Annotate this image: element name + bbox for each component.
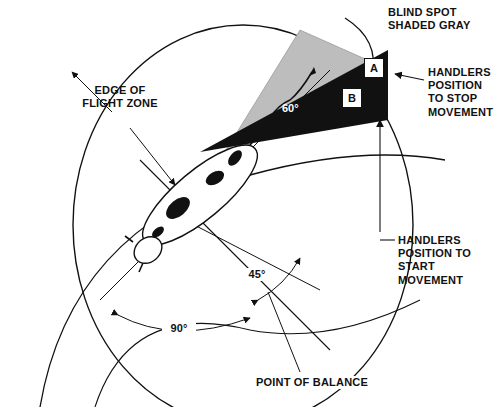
angle-label: 90° [162, 322, 196, 335]
handler-start-box: B [342, 88, 362, 108]
flight-zone-label: EDGE OF FLIGHT ZONE [80, 84, 160, 110]
angle-label: 45° [240, 268, 274, 281]
angle-label: 60° [282, 102, 299, 114]
blind-spot-label: BLIND SPOT SHADED GRAY [388, 6, 496, 32]
zone-letter: A [370, 62, 378, 74]
stop-position-label: HANDLERS POSITION TO STOP MOVEMENT [428, 66, 500, 119]
handler-stop-box: A [364, 58, 384, 78]
handler-zone-wedge: 60° A B [196, 44, 388, 156]
point-of-balance-label: POINT OF BALANCE [245, 376, 379, 389]
zone-letter: B [348, 92, 356, 104]
start-position-label: HANDLERS POSITION TO START MOVEMENT [398, 234, 498, 287]
